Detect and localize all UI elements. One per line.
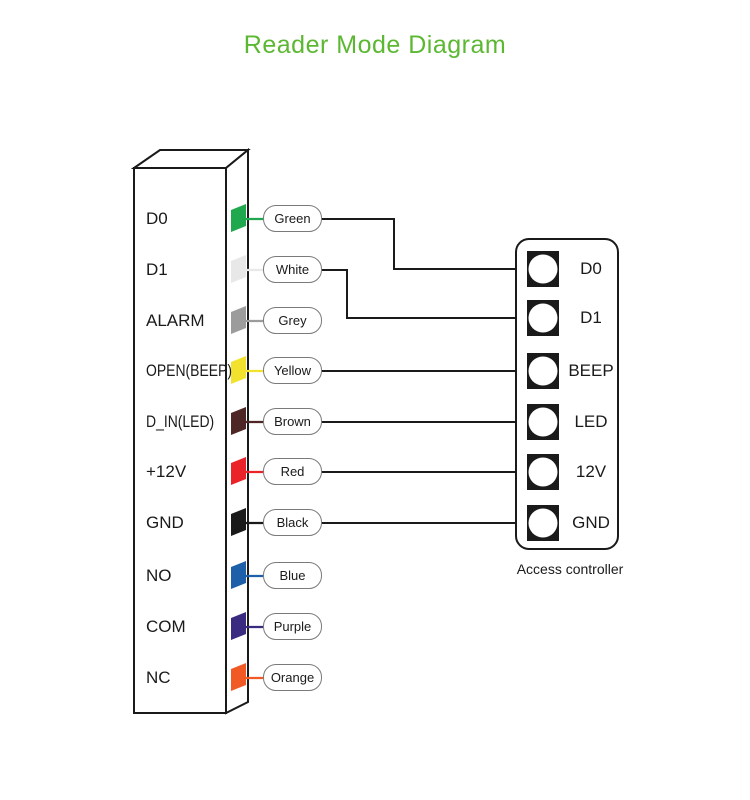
terminal-hole-d0 xyxy=(528,254,558,284)
reader-terminal-label-no: NO xyxy=(146,566,172,585)
wire-color-pill-black: Black xyxy=(263,509,322,536)
green-wire-chip xyxy=(231,204,246,232)
wire-color-pill-orange: Orange xyxy=(263,664,322,691)
reader-terminal-label-d-in-led: D_IN(LED) xyxy=(146,412,215,431)
wire-color-pill-yellow: Yellow xyxy=(263,357,322,384)
terminal-hole-12v xyxy=(528,457,558,487)
black-wire-chip xyxy=(231,508,246,536)
red-wire-chip xyxy=(231,457,246,485)
white-wire-chip xyxy=(231,255,246,283)
wire-color-pill-brown: Brown xyxy=(263,408,322,435)
terminal-hole-gnd xyxy=(528,508,558,538)
wire-color-pill-blue: Blue xyxy=(263,562,322,589)
orange-wire-chip xyxy=(231,663,246,691)
wire-color-pill-red: Red xyxy=(263,458,322,485)
wire-color-pill-purple: Purple xyxy=(263,613,322,640)
reader-device-box xyxy=(130,147,251,715)
reader-terminal-label-gnd: GND xyxy=(146,513,184,532)
wire-color-pill-white: White xyxy=(263,256,322,283)
connection-wires xyxy=(322,218,516,524)
grey-wire-chip xyxy=(231,306,246,334)
terminal-hole-d1 xyxy=(528,303,558,333)
terminal-hole-led xyxy=(528,407,558,437)
access-controller-caption: Access controller xyxy=(516,561,624,577)
terminal-hole-beep xyxy=(528,356,558,386)
controller-terminal-label-d0: D0 xyxy=(580,259,602,278)
reader-box-front-face xyxy=(133,167,227,714)
reader-terminal-label-nc: NC xyxy=(146,668,171,687)
reader-terminal-label-open-beep: OPEN(BEEP) xyxy=(146,361,232,380)
yellow-wire-chip xyxy=(231,356,246,384)
controller-terminal-sockets xyxy=(527,251,559,541)
white-wire xyxy=(322,269,516,319)
terminal-chips xyxy=(231,204,246,691)
purple-wire-chip xyxy=(231,612,246,640)
reader-terminal-label-d1: D1 xyxy=(146,260,168,279)
wire-stubs xyxy=(243,217,263,680)
green-wire xyxy=(322,218,516,270)
controller-terminal-label-beep: BEEP xyxy=(568,361,614,380)
brown-wire-chip xyxy=(231,407,246,435)
controller-terminal-label-12v: 12V xyxy=(575,462,607,481)
controller-terminal-label-gnd: GND xyxy=(572,513,610,532)
controller-terminal-label-d1: D1 xyxy=(580,308,602,327)
reader-terminal-label-com: COM xyxy=(146,617,186,636)
page-title: Reader Mode Diagram xyxy=(243,31,507,59)
blue-wire-chip xyxy=(231,561,246,589)
reader-terminal-label-12v: +12V xyxy=(146,462,187,481)
reader-terminal-label-d0: D0 xyxy=(146,209,168,228)
controller-terminal-label-led: LED xyxy=(574,412,608,431)
wire-color-pill-grey: Grey xyxy=(263,307,322,334)
reader-terminal-label-alarm: ALARM xyxy=(146,311,205,330)
wire-color-pill-green: Green xyxy=(263,205,322,232)
